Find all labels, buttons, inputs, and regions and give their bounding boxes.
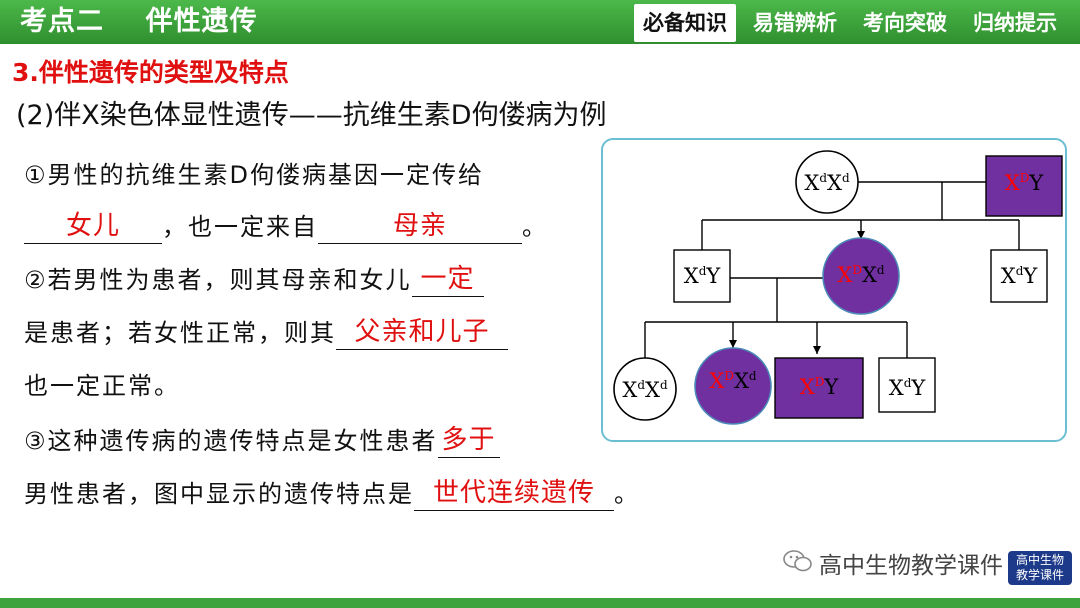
q1-mid: ，也一定来自	[162, 213, 318, 241]
tab-exam-direction[interactable]: 考向突破	[863, 11, 947, 35]
q2-end: 也一定正常。	[24, 372, 180, 400]
q1-blank1: 女儿	[24, 211, 162, 244]
q2-line2: 是患者；若女性正常，则其父亲和儿子	[24, 316, 508, 350]
q2-answer1: 一定	[420, 264, 475, 294]
q3-answer2: 世代连续遗传	[432, 478, 595, 508]
svg-text:XDXd: XDXd	[837, 263, 885, 287]
tab-essential-knowledge[interactable]: 必备知识	[634, 4, 736, 42]
q3-answer1: 多于	[441, 425, 496, 455]
footer-bar	[0, 598, 1080, 608]
q2-line3: 也一定正常。	[24, 369, 180, 403]
gen1-female-node: XdXd	[795, 150, 859, 214]
slide-subheading: (2)伴X染色体显性遗传——抗维生素D佝偻病为例	[16, 100, 607, 131]
q1-blank2: 母亲	[318, 211, 522, 244]
gen1-male-affected-node: XDY	[985, 155, 1063, 217]
q1-answer1: 女儿	[65, 211, 120, 241]
svg-text:XdY: XdY	[1001, 264, 1039, 288]
svg-text:XdY: XdY	[889, 376, 927, 400]
q1-line1: ①男性的抗维生素D佝偻病基因一定传给	[24, 158, 484, 192]
svg-text:XdXd: XdXd	[804, 171, 850, 195]
watermark: 高中生物教学课件	[783, 546, 1003, 580]
svg-text:XdXd: XdXd	[622, 378, 668, 402]
watermark-text: 高中生物教学课件	[819, 553, 1003, 579]
gen2-female-affected-node: XDXd	[822, 237, 900, 315]
pedigree-diagram: XdXd XDY XdY XDXd XdY XdXd XDXd	[613, 150, 1063, 425]
tab-error-analysis[interactable]: 易错辨析	[753, 11, 837, 35]
svg-text:XDXd: XDXd	[709, 369, 757, 393]
header-bar: 考点二 伴性遗传 必备知识 易错辨析 考向突破 归纳提示	[0, 0, 1080, 44]
svg-text:XdY: XdY	[684, 264, 722, 288]
svg-text:XDY: XDY	[800, 375, 840, 399]
tab-bar: 必备知识 易错辨析 考向突破 归纳提示	[634, 4, 1066, 42]
pedigree-panel: XdXd XDY XdY XDXd XdY XdXd XDXd	[601, 138, 1067, 442]
gen3-male-3-affected-node: XDY	[774, 357, 864, 419]
q2-line1: ②若男性为患者，则其母亲和女儿一定	[24, 263, 484, 297]
q3-blank1: 多于	[437, 425, 500, 458]
q3-end: 。	[614, 480, 640, 508]
q3-blank2: 世代连续遗传	[414, 478, 614, 511]
logo-line2: 教学课件	[1015, 568, 1064, 582]
q2-answer2: 父亲和儿子	[354, 317, 490, 347]
q2-blank2: 父亲和儿子	[336, 317, 508, 350]
svg-text:XDY: XDY	[1005, 171, 1045, 195]
tab-summary-tips[interactable]: 归纳提示	[973, 11, 1057, 35]
gen2-male-right-node: XdY	[990, 249, 1048, 303]
logo-line1: 高中生物	[1015, 553, 1064, 567]
gen3-female-1-node: XdXd	[613, 357, 677, 421]
q1-text: ①男性的抗维生素D佝偻病基因一定传给	[24, 161, 484, 189]
q3-cont: 男性患者，图中显示的遗传特点是	[24, 480, 414, 508]
gen3-male-4-node: XdY	[878, 357, 936, 413]
q2-text: ②若男性为患者，则其母亲和女儿	[24, 266, 412, 294]
gen2-male-left-node: XdY	[673, 249, 731, 303]
q3-line1: ③这种遗传病的遗传特点是女性患者多于	[24, 424, 500, 458]
brand-logo: 高中生物 教学课件	[1008, 551, 1072, 585]
q2-blank1: 一定	[411, 264, 484, 297]
q1-answer2: 母亲	[392, 211, 447, 241]
wechat-icon	[783, 549, 813, 579]
q3-text: ③这种遗传病的遗传特点是女性患者	[24, 427, 438, 455]
slide-heading: 3.伴性遗传的类型及特点	[12, 58, 289, 87]
q2-cont: 是患者；若女性正常，则其	[24, 319, 336, 347]
q1-end: 。	[522, 213, 548, 241]
section-title: 考点二 伴性遗传	[20, 6, 258, 37]
q1-line2: 女儿 ，也一定来自 母亲 。	[24, 210, 548, 244]
gen3-female-2-affected-node: XDXd	[694, 347, 772, 425]
q3-line2: 男性患者，图中显示的遗传特点是世代连续遗传。	[24, 477, 640, 511]
